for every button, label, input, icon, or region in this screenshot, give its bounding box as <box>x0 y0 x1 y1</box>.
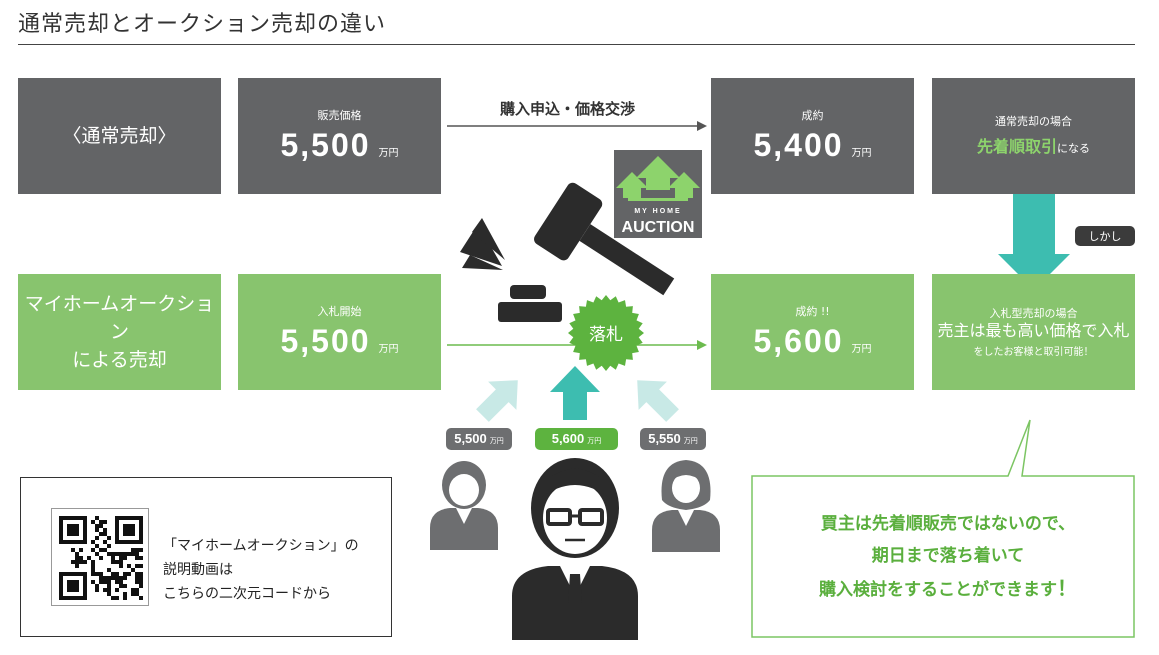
auction-deal-box: 成約 !! 5,600 万円 <box>711 274 914 390</box>
qr-code-icon <box>59 516 143 600</box>
qr-panel: 「マイホームオークション」の 説明動画は こちらの二次元コードから <box>20 477 392 637</box>
qr-text-line2: 説明動画は <box>163 562 233 578</box>
normal-deal-value: 5,400 <box>753 126 844 163</box>
bid-arrow-left-icon <box>476 380 518 422</box>
auction-case-main: 売主は最も高い価格で入札 <box>937 320 1130 340</box>
normal-sale-label: 〈通常売却〉 <box>62 125 177 147</box>
page-title: 通常売却とオークション売却の違い <box>18 12 387 37</box>
logo-line2: AUCTION <box>622 219 695 236</box>
auction-case-sub: をしたお客様と取引可能！ <box>973 346 1094 358</box>
normal-deal-box: 成約 5,400 万円 <box>711 78 914 194</box>
note-line3: 購入検討をすることができます <box>819 580 1057 600</box>
negotiation-label: 購入申込・価格交渉 <box>500 100 636 118</box>
bid-right-unit: 万円 <box>683 437 698 445</box>
auction-label-line1: マイホームオークション <box>24 293 215 343</box>
auction-deal-unit: 万円 <box>851 343 872 355</box>
normal-case-highlight: 先着順取引 <box>976 137 1057 156</box>
qr-text-line3: こちらの二次元コードから <box>163 586 331 602</box>
rakusatsu-label: 落札 <box>589 325 623 345</box>
bid-center-unit: 万円 <box>587 437 602 445</box>
sale-price-unit: 万円 <box>378 147 399 159</box>
bid-arrow-right-icon <box>637 380 679 422</box>
gavel-icon <box>460 182 675 322</box>
start-price-unit: 万円 <box>378 343 399 355</box>
start-price-label: 入札開始 <box>317 304 362 318</box>
normal-deal-unit: 万円 <box>851 147 872 159</box>
shikashi-badge: しかし <box>1075 226 1135 246</box>
qr-code-frame[interactable] <box>51 508 149 606</box>
negotiation-arrow-head <box>697 121 707 131</box>
rakusatsu-starburst <box>568 295 644 371</box>
title-divider <box>18 44 1135 45</box>
auction-arrow-head <box>697 340 707 350</box>
normal-case-box: 通常売却の場合 先着順取引になる <box>932 78 1135 194</box>
sale-price-label: 販売価格 <box>317 108 362 122</box>
auction-case-label: 入札型売却の場合 <box>989 306 1078 320</box>
auction-start-box: 入札開始 5,500 万円 <box>238 274 441 390</box>
normal-deal-label: 成約 <box>801 108 824 122</box>
logo-line1: MY HOME <box>634 208 681 215</box>
qr-description: 「マイホームオークション」の 説明動画は こちらの二次元コードから <box>163 534 359 606</box>
bidder-center-avatar <box>512 458 638 640</box>
normal-case-label: 通常売却の場合 <box>995 115 1072 128</box>
bid-center-price: 5,600 <box>551 431 585 446</box>
normal-sale-price-box: 販売価格 5,500 万円 <box>238 78 441 194</box>
note-exclamation: ！ <box>1057 576 1077 600</box>
start-price-value: 5,500 <box>280 322 371 359</box>
auction-deal-value: 5,600 <box>753 322 844 359</box>
bid-arrow-center-icon <box>550 366 600 420</box>
auction-label-line2: による売却 <box>72 349 167 371</box>
bidder-left-avatar <box>430 461 498 550</box>
note-line1: 買主は先着順販売ではないので、 <box>820 514 1076 534</box>
note-line2: 期日まで落ち着いて <box>871 546 1025 566</box>
bid-left-price: 5,500 <box>454 431 487 446</box>
normal-case-suffix: になる <box>1057 142 1090 155</box>
my-home-auction-logo: MY HOME AUCTION <box>614 150 702 238</box>
note-callout <box>751 419 1135 638</box>
qr-text-line1: 「マイホームオークション」の <box>163 538 359 554</box>
buyer-note: 買主は先着順販売ではないので、 期日まで落ち着いて 購入検討をすることができます… <box>762 508 1134 606</box>
auction-sale-label-box: マイホームオークション による売却 <box>18 274 221 390</box>
sale-price-value: 5,500 <box>280 126 371 163</box>
auction-deal-label: 成約 !! <box>795 304 830 318</box>
bid-right-price: 5,550 <box>648 431 681 446</box>
bid-left-unit: 万円 <box>489 437 504 445</box>
auction-case-box: 入札型売却の場合 売主は最も高い価格で入札 をしたお客様と取引可能！ <box>932 274 1135 390</box>
bidder-right-avatar <box>652 460 720 552</box>
normal-sale-label-box: 〈通常売却〉 <box>18 78 221 194</box>
